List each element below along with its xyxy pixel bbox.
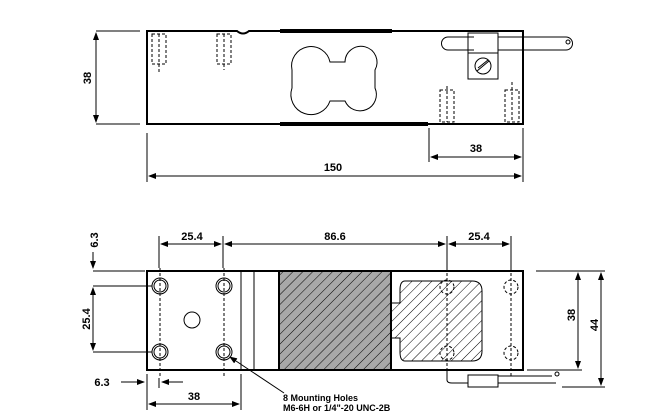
mounting-holes-note: 8 Mounting Holes bbox=[283, 393, 358, 403]
side-view: 38 38 150 bbox=[82, 29, 573, 182]
hidden-thread-holes bbox=[151, 33, 520, 123]
edge-offset-left-label: 6.3 bbox=[94, 377, 109, 389]
plan-view: 25.4 86.6 25.4 6.3 25.4 6.3 38 38 44 8 M… bbox=[81, 231, 605, 413]
screw-icon bbox=[474, 57, 492, 75]
mount-width-label: 38 bbox=[188, 391, 200, 403]
bottom-bar bbox=[280, 122, 428, 126]
body-height-label: 38 bbox=[566, 309, 578, 321]
top-bar bbox=[280, 29, 392, 33]
length-label: 150 bbox=[324, 162, 342, 174]
cable-gland bbox=[441, 32, 573, 80]
mounting-holes bbox=[151, 268, 519, 378]
plan-view-body bbox=[146, 270, 524, 371]
cable bbox=[446, 370, 560, 388]
edge-offset-top-label: 6.3 bbox=[89, 232, 101, 247]
height-label: 38 bbox=[82, 72, 94, 84]
side-view-body bbox=[146, 30, 524, 125]
hole-spacing-label: 38 bbox=[470, 143, 482, 155]
thread-spec-note: M6-6H or 1/4"-20 UNC-2B bbox=[283, 403, 391, 413]
left-spacing-label: 25.4 bbox=[181, 231, 203, 243]
bending-cutout bbox=[290, 45, 378, 116]
total-height-label: 44 bbox=[589, 318, 601, 331]
right-spacing-label: 25.4 bbox=[468, 231, 490, 243]
center-spacing-label: 86.6 bbox=[324, 231, 345, 243]
vertical-spacing-label: 25.4 bbox=[81, 307, 93, 329]
hatched-end-section bbox=[390, 280, 483, 362]
